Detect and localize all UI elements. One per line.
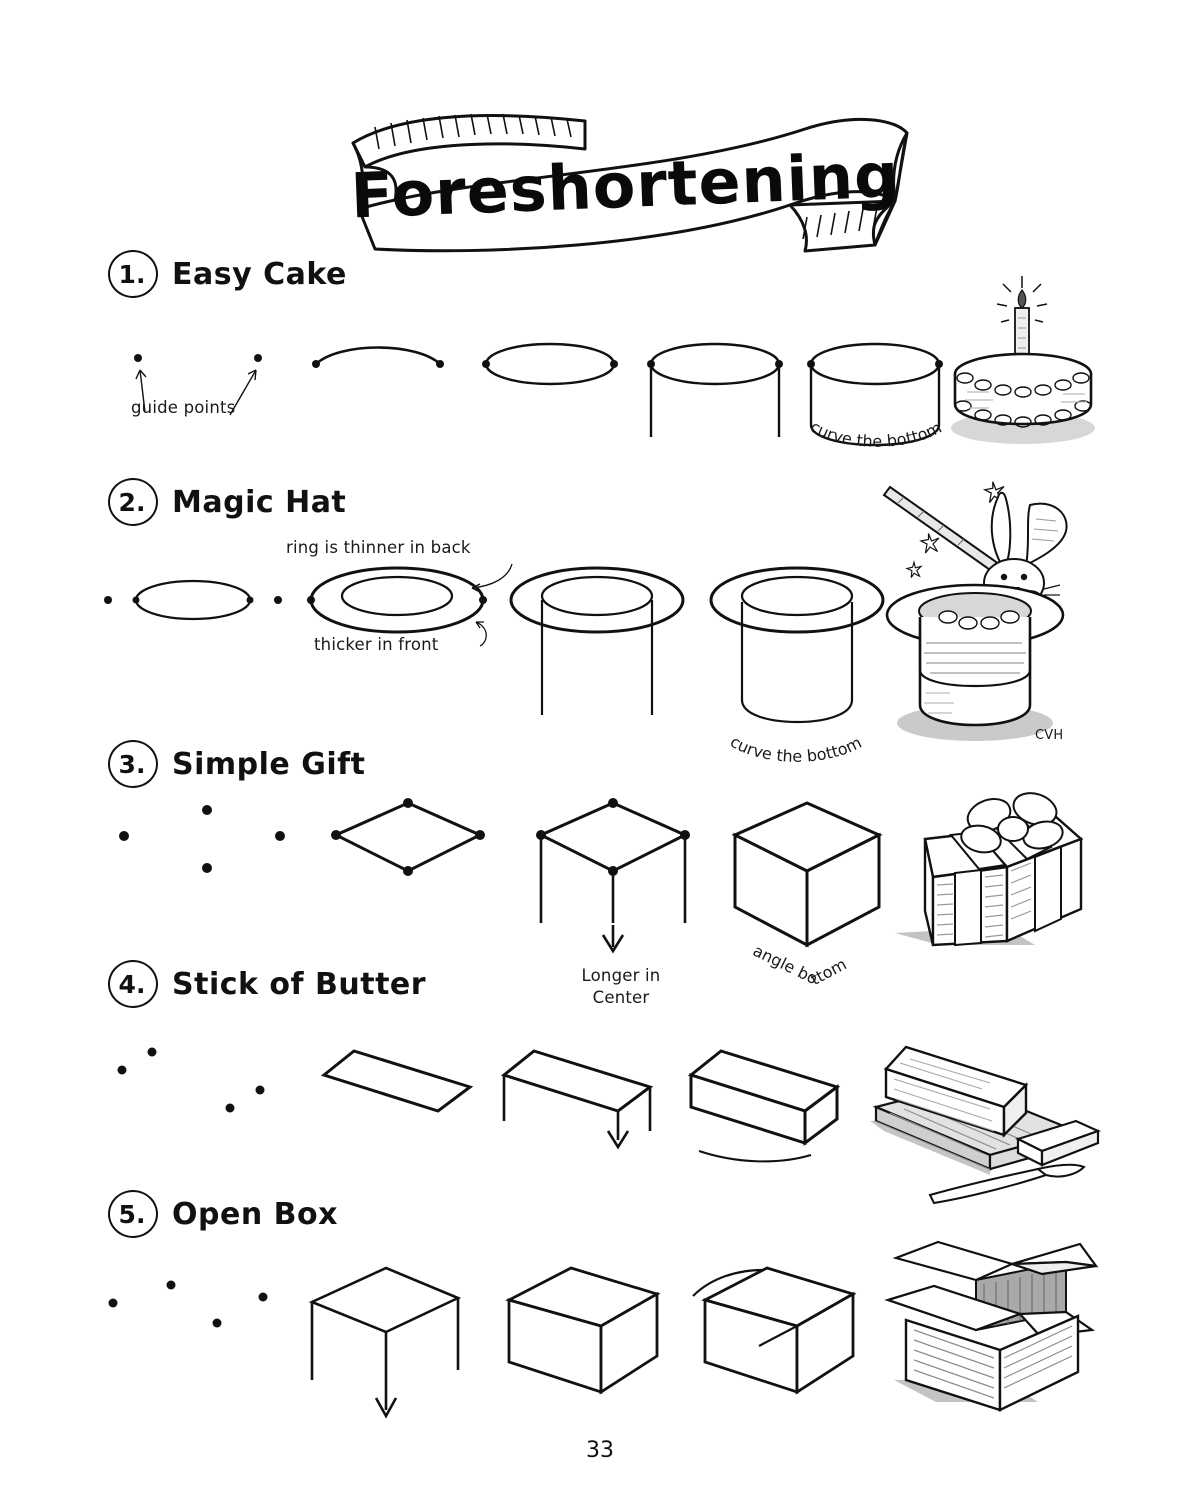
figure-cake-step-1-guide-points [120, 340, 290, 430]
svg-text:curve the bottom: curve the bottom [727, 732, 865, 766]
leader-line-thicker-front [440, 610, 500, 654]
artist-signature: CVH [1035, 728, 1064, 743]
page-number: 33 [586, 1438, 614, 1463]
step-heading-1: 1. Easy Cake [108, 250, 347, 298]
step-title-2: Magic Hat [172, 484, 347, 520]
annotation-curve-the-bottom-hat: curve the bottom [718, 732, 888, 775]
step-heading-3: 3. Simple Gift [108, 740, 366, 788]
step-heading-4: 4. Stick of Butter [108, 960, 426, 1008]
figure-box-step-1-dots [105, 1265, 295, 1355]
curve-bottom-text-cake: curve the bottom [807, 417, 945, 451]
step-title-4: Stick of Butter [172, 966, 427, 1002]
longer-in-center-line-1: Longer in [581, 966, 661, 985]
annotation-ring-thinner-back: ring is thinner in back [286, 538, 471, 557]
figure-gift-step-3-verticals [533, 795, 698, 955]
figure-hat-step-1-ellipse [100, 570, 290, 630]
figure-butter-step-1-dots [112, 1040, 302, 1130]
leader-line-thinner-back [460, 560, 520, 600]
angle-bottom-text: angle bottom [750, 941, 850, 989]
figure-butter-step-2-flat [318, 1045, 478, 1120]
annotation-angle-bottom: angle bottom [745, 941, 905, 995]
figure-box-step-2-verticals [300, 1260, 470, 1425]
figure-box-finished-open [880, 1230, 1105, 1425]
annotation-thicker-in-front: thicker in front [314, 635, 439, 654]
step-number-1: 1. [108, 250, 158, 298]
step-heading-2: 2. Magic Hat [108, 478, 346, 526]
figure-butter-step-4-bar [685, 1045, 865, 1163]
title-banner: Foreshortening [335, 105, 915, 265]
figure-cake-step-2-arc [310, 340, 450, 390]
figure-hat-step-4-cylinder [705, 560, 890, 740]
svg-text:angle bottom: angle bottom [750, 941, 850, 989]
longer-in-center-line-2: Center [592, 988, 650, 1008]
step-number-5: 5. [108, 1190, 158, 1238]
figure-cake-step-5-cylinder [805, 337, 955, 462]
figure-gift-finished [885, 785, 1095, 965]
annotation-curve-the-bottom-cake: curve the bottom [798, 417, 968, 460]
svg-text:curve the bottom: curve the bottom [807, 417, 945, 451]
step-title-5: Open Box [172, 1196, 338, 1232]
figure-box-step-4-flap-lines [692, 1258, 878, 1423]
figure-cake-step-4-sides [645, 337, 790, 447]
annotation-guide-points: guide points [131, 398, 236, 417]
figure-cake-finished [945, 270, 1120, 450]
figure-cake-step-3-ellipse [480, 337, 620, 393]
figure-gift-step-4-cube [725, 795, 895, 960]
step-number-3: 3. [108, 740, 158, 788]
curve-bottom-text-hat: curve the bottom [727, 732, 865, 766]
figure-butter-step-3-verticals [498, 1045, 673, 1160]
figure-gift-step-1-dots [112, 800, 302, 890]
figure-butter-finished [870, 1035, 1105, 1210]
figure-hat-finished-with-rabbit [880, 455, 1095, 760]
step-title-1: Easy Cake [172, 256, 347, 292]
figure-hat-step-3-sides [505, 560, 690, 725]
step-heading-5: 5. Open Box [108, 1190, 338, 1238]
annotation-longer-in-center: Longer in Center [561, 965, 681, 1010]
step-title-3: Simple Gift [172, 746, 366, 782]
figure-hat-step-2-brim [305, 560, 490, 640]
figure-box-step-3-closed [497, 1258, 677, 1423]
figure-gift-step-2-diamond [328, 795, 488, 885]
step-number-2: 2. [108, 478, 158, 526]
step-number-4: 4. [108, 960, 158, 1008]
